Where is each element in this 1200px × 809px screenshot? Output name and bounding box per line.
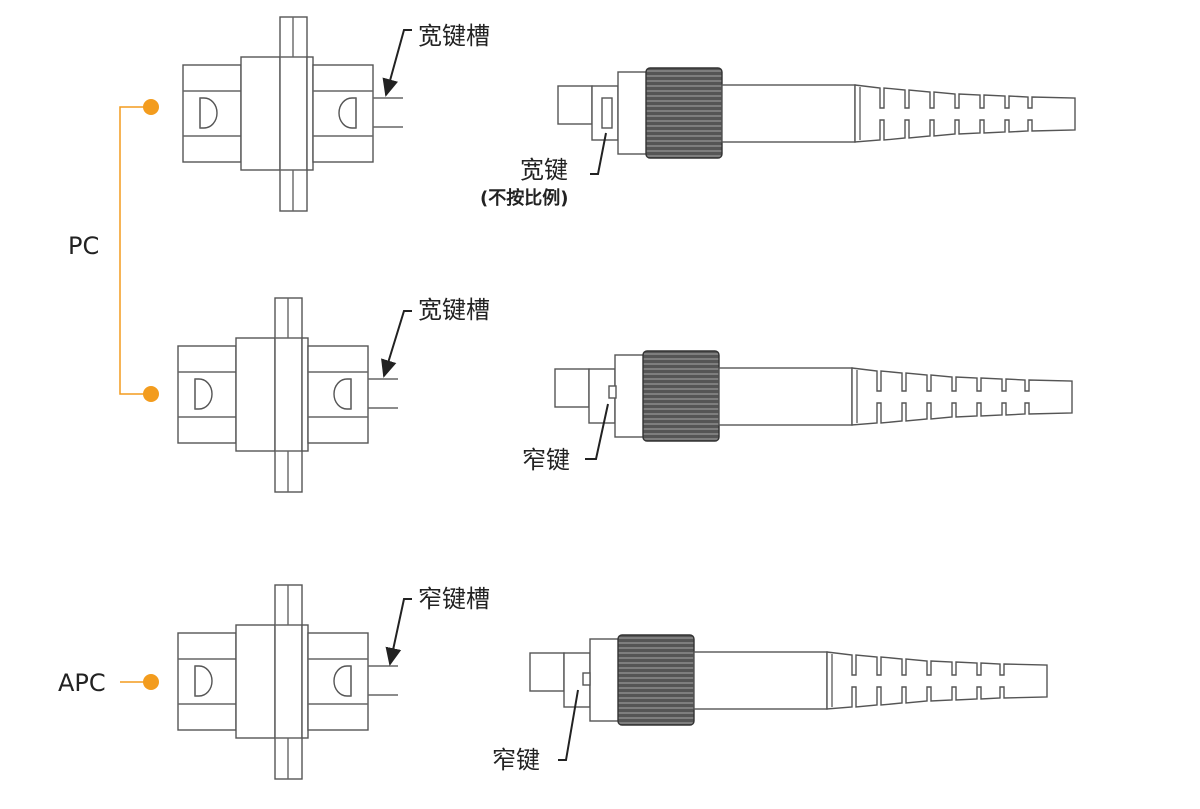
pc-bracket-line [119,106,151,395]
adapter-label: 宽键槽 [418,22,490,50]
arrow [385,598,412,666]
adapter-wide-slot-2 [177,297,399,493]
scale-note: (不按比例) [480,188,569,209]
arrow [381,310,412,378]
apc-label: APC [58,669,106,697]
adapter-wide-slot-1 [182,16,404,212]
adapter-narrow-slot [177,584,399,780]
connector-label: 宽键 [520,156,568,184]
leader-line [558,689,579,761]
adapter-label: 宽键槽 [418,296,490,324]
connector-label: 窄键 [522,446,570,474]
pc-marker-dot [143,99,159,115]
pc-marker-dot [143,386,159,402]
leader-line [585,403,609,460]
connector-narrow-key-1 [554,350,1073,442]
arrow [382,29,412,97]
leader-line [590,132,607,175]
adapter-label: 窄键槽 [418,585,490,613]
narrow-key [582,672,591,686]
connector-label: 窄键 [492,746,540,774]
narrow-key [608,385,617,399]
pc-label: PC [68,232,100,260]
connector-narrow-key-2 [529,634,1048,726]
connector-wide-key [557,67,1076,159]
wide-key [601,97,613,129]
apc-marker-dot [143,674,159,690]
